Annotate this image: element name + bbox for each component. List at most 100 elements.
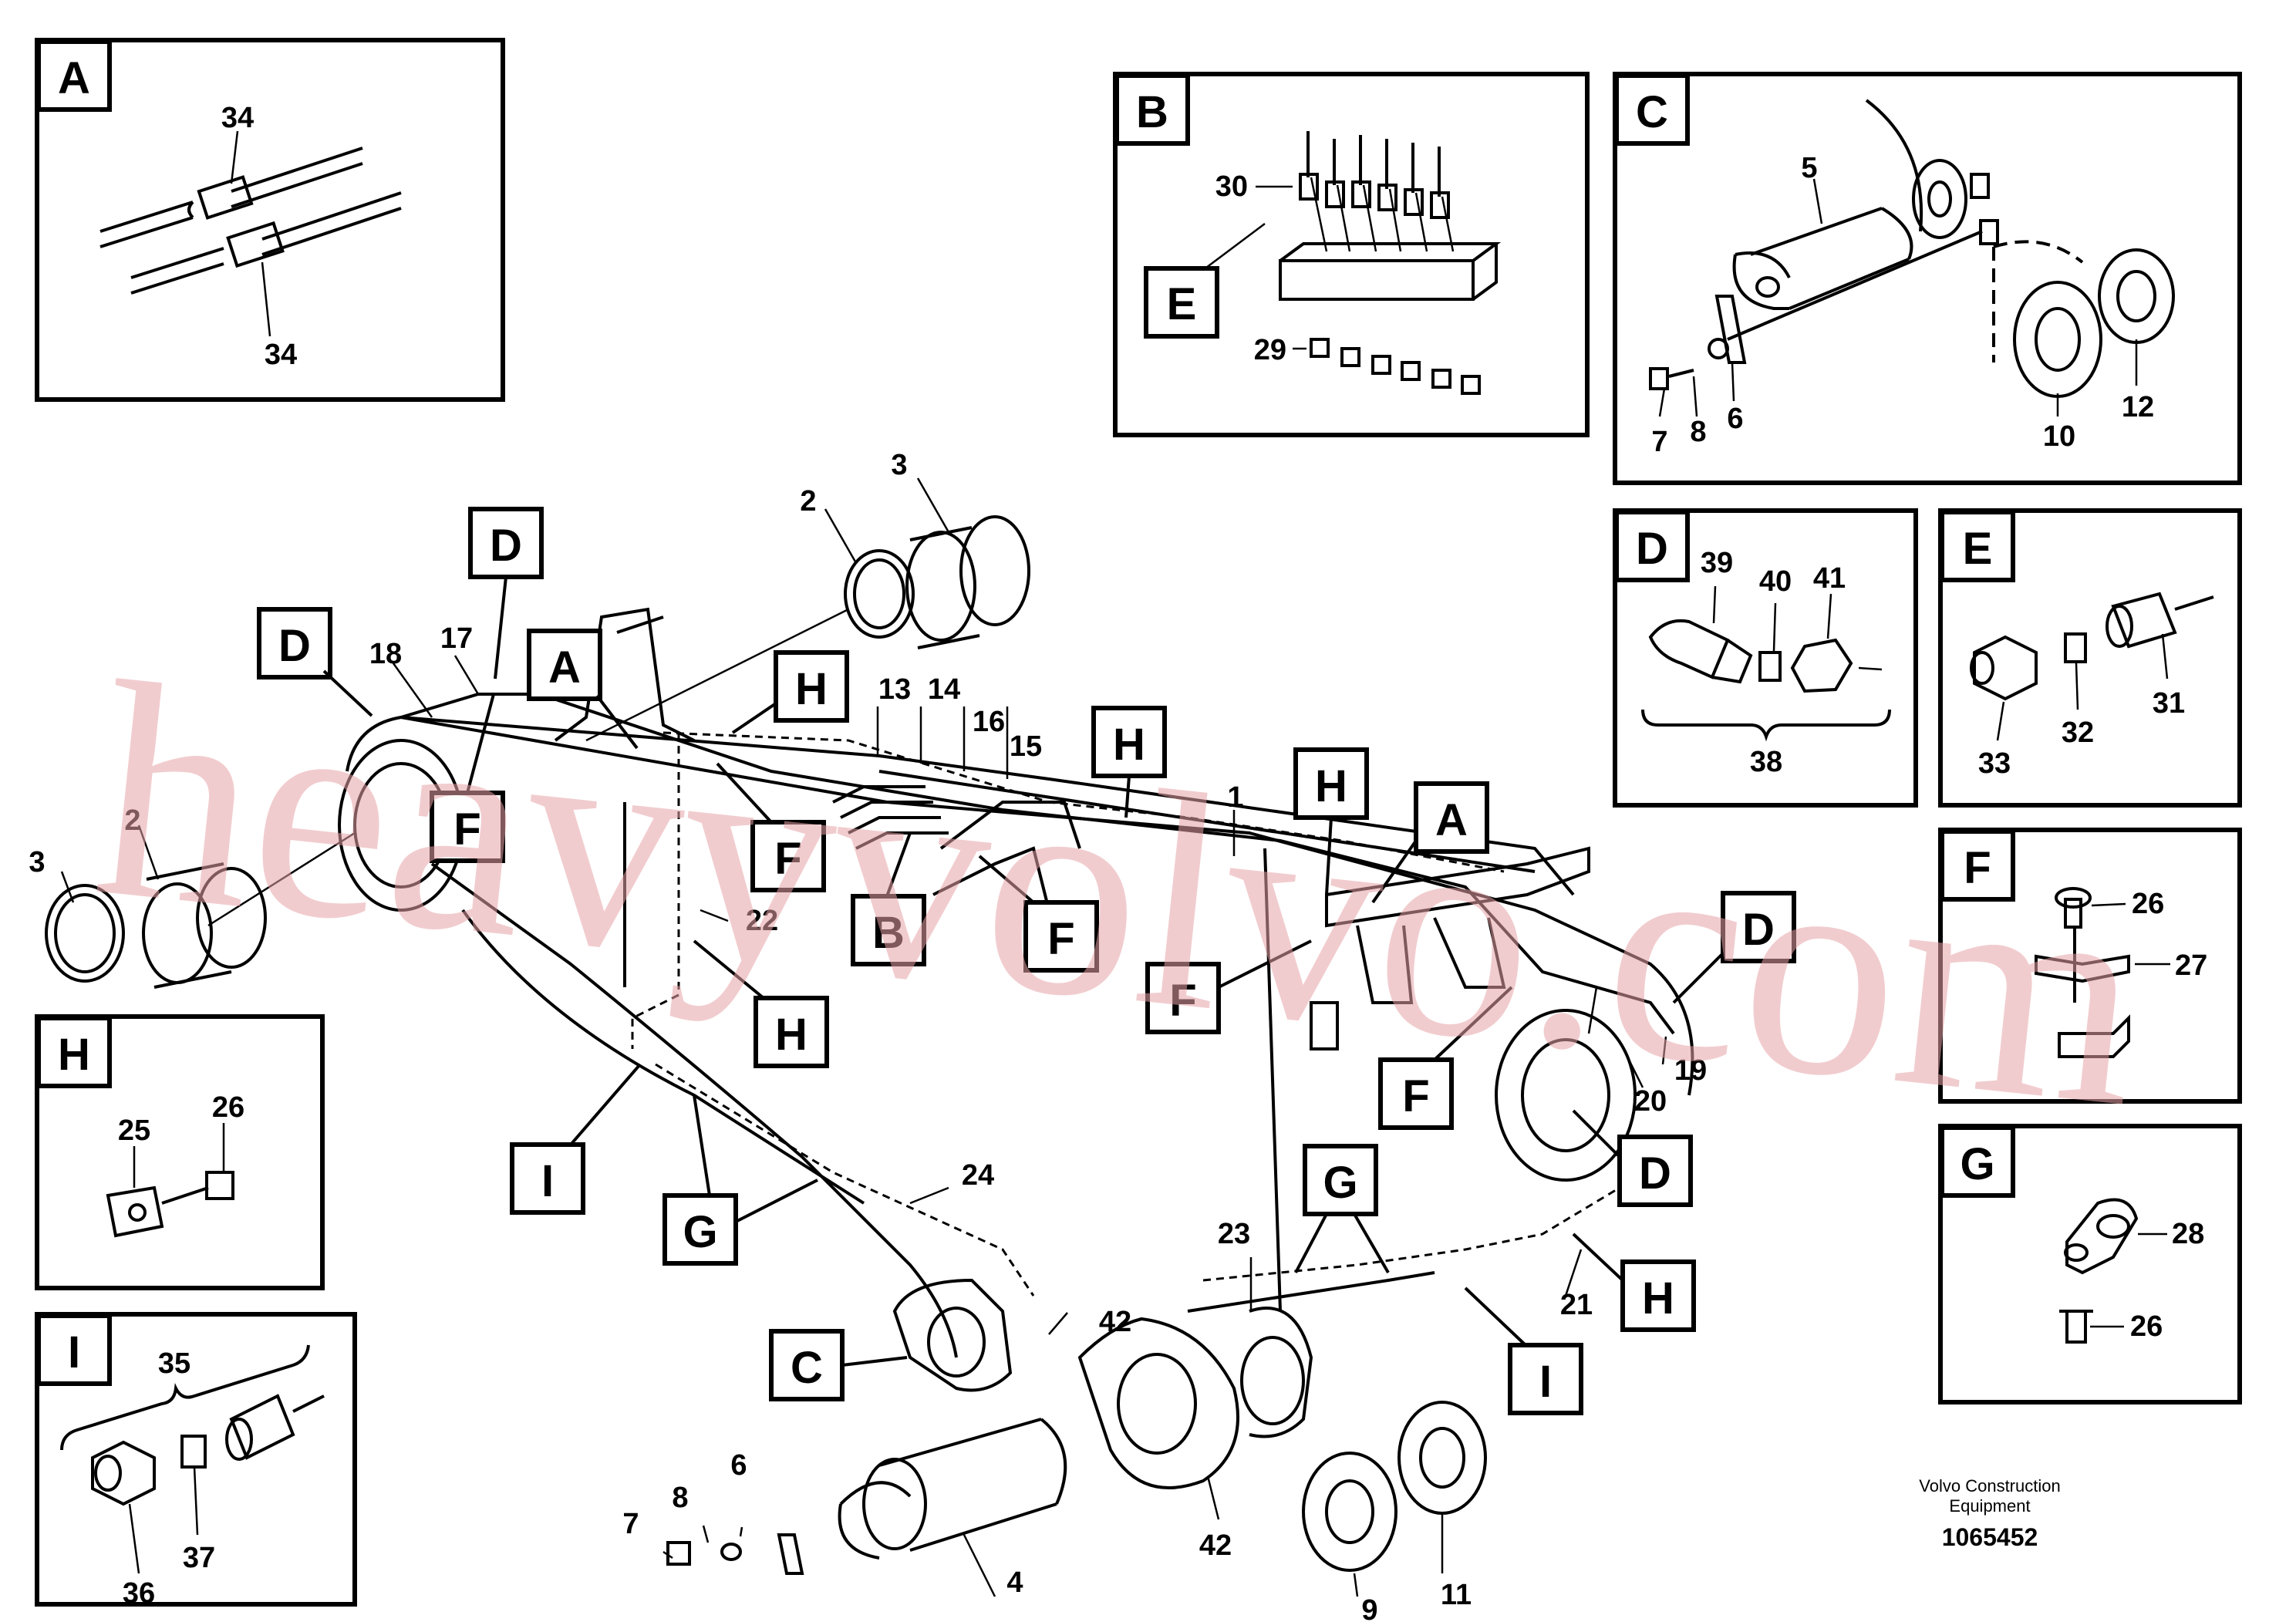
callout-i-37: 37 xyxy=(183,1542,215,1574)
callout-c-6: 6 xyxy=(1727,403,1743,435)
svg-text:I: I xyxy=(1539,1357,1552,1407)
callout-e-31: 31 xyxy=(2153,687,2185,720)
svg-text:H: H xyxy=(795,664,828,714)
tag-a-top: A xyxy=(527,629,639,750)
inset-h-label: H xyxy=(58,1030,90,1080)
callout-d-40: 40 xyxy=(1759,565,1792,598)
callout-i-36: 36 xyxy=(123,1577,155,1610)
inset-d-label: D xyxy=(1636,524,1668,574)
tag-h-lower-right: H xyxy=(1572,1233,1696,1332)
svg-text:D: D xyxy=(1639,1148,1671,1199)
tag-i-lower: I xyxy=(1464,1286,1583,1415)
callout-main-8: 8 xyxy=(672,1482,688,1514)
svg-text:A: A xyxy=(548,642,581,693)
svg-text:G: G xyxy=(1323,1158,1357,1208)
inset-b-tag-e: E xyxy=(1167,279,1197,329)
credit-line2: Equipment xyxy=(1949,1496,2030,1516)
tag-d-top: D xyxy=(468,507,544,679)
inset-i-label: I xyxy=(68,1327,80,1378)
callout-main-4: 4 xyxy=(1006,1566,1023,1599)
callout-e-32: 32 xyxy=(2062,717,2094,749)
tag-f-left: F xyxy=(430,693,505,863)
tag-h-right: H xyxy=(1293,747,1369,895)
svg-text:H: H xyxy=(1315,761,1347,811)
callout-a-34-top: 34 xyxy=(221,102,254,134)
tag-f-center: F xyxy=(978,855,1099,973)
callout-f-26: 26 xyxy=(2132,888,2164,920)
callout-main-14: 14 xyxy=(928,673,960,706)
callout-g-28: 28 xyxy=(2172,1218,2204,1250)
tag-h-lower-left: H xyxy=(693,939,829,1068)
inset-f: F 26 27 xyxy=(1938,828,2242,1104)
callout-main-6: 6 xyxy=(730,1449,747,1482)
main-boom-assembly: 3 2 2 3 18 17 13 14 16 15 1 22 24 23 21 … xyxy=(29,449,1707,1622)
callout-d-39: 39 xyxy=(1701,547,1733,579)
tag-h-top: H xyxy=(731,650,849,734)
callout-h-26: 26 xyxy=(212,1091,244,1124)
callout-main-42-lower: 42 xyxy=(1199,1529,1232,1562)
svg-text:H: H xyxy=(1642,1273,1674,1324)
tag-f-lower: F xyxy=(1378,986,1513,1130)
callout-e-33: 33 xyxy=(1978,747,2011,780)
inset-f-label: F xyxy=(1964,843,1991,893)
svg-text:G: G xyxy=(683,1207,717,1257)
callout-h-25: 25 xyxy=(118,1114,150,1147)
tag-a-right: A xyxy=(1371,781,1489,904)
document-number: 1065452 xyxy=(1942,1523,2038,1551)
tag-i-left: I xyxy=(510,1063,642,1215)
svg-text:F: F xyxy=(1402,1071,1429,1121)
callout-d-38: 38 xyxy=(1750,746,1782,778)
callout-main-18: 18 xyxy=(369,638,402,670)
svg-text:B: B xyxy=(872,908,905,958)
svg-text:I: I xyxy=(541,1156,554,1206)
callout-b-29: 29 xyxy=(1254,334,1286,366)
callout-main-11: 11 xyxy=(1441,1579,1472,1611)
callout-c-5: 5 xyxy=(1801,152,1817,184)
callout-i-35: 35 xyxy=(158,1347,190,1380)
callout-main-22: 22 xyxy=(746,905,778,937)
tag-d-right: D xyxy=(1672,891,1796,1004)
callout-main-1: 1 xyxy=(1227,781,1243,814)
callout-main-42-upper: 42 xyxy=(1099,1306,1131,1338)
callout-g-26: 26 xyxy=(2130,1310,2163,1343)
callout-f-27: 27 xyxy=(2175,949,2207,982)
tag-f-mid: F xyxy=(716,762,826,892)
tag-g-left: G xyxy=(663,1094,818,1266)
callout-main-19: 19 xyxy=(1674,1054,1707,1087)
inset-a-label: A xyxy=(58,53,90,103)
inset-e: E 33 32 31 xyxy=(1938,508,2242,808)
svg-text:C: C xyxy=(791,1343,823,1393)
tag-d-left: D xyxy=(257,607,373,717)
inset-g: G 28 26 xyxy=(1938,1124,2242,1404)
tag-f-right: F xyxy=(1145,939,1312,1034)
callout-main-7: 7 xyxy=(622,1508,639,1540)
callout-main-9: 9 xyxy=(1361,1594,1377,1622)
inset-b: B 30 29 E xyxy=(1113,72,1590,437)
svg-text:D: D xyxy=(1742,905,1775,955)
callout-b-30: 30 xyxy=(1215,170,1248,203)
callout-c-10: 10 xyxy=(2043,420,2075,453)
main-letter-tags: D D A H F F B H F H A F D H I G F D G H … xyxy=(257,507,1796,1415)
tag-c-main: C xyxy=(769,1329,908,1401)
callout-main-23: 23 xyxy=(1218,1218,1250,1250)
inset-c: C 5 7 8 6 10 12 xyxy=(1613,72,2242,485)
callout-main-21: 21 xyxy=(1560,1289,1593,1321)
callout-c-12: 12 xyxy=(2122,391,2154,423)
callout-main-16: 16 xyxy=(973,706,1005,738)
svg-text:H: H xyxy=(1113,720,1145,770)
svg-text:F: F xyxy=(1047,914,1074,964)
svg-text:H: H xyxy=(775,1010,807,1060)
tag-b-main: B xyxy=(851,832,926,966)
inset-i: I 35 36 37 xyxy=(35,1312,357,1610)
callout-main-17: 17 xyxy=(440,622,473,655)
tag-h-mid: H xyxy=(1091,706,1167,818)
svg-text:F: F xyxy=(774,834,801,884)
callout-main-2-top: 2 xyxy=(800,485,816,518)
callout-d-41: 41 xyxy=(1813,562,1846,595)
tag-d-lower: D xyxy=(1572,1109,1693,1207)
svg-text:D: D xyxy=(490,521,522,571)
callout-main-20: 20 xyxy=(1634,1085,1667,1118)
inset-a: A 34 34 xyxy=(35,38,505,402)
credit-line1: Volvo Construction xyxy=(1919,1476,2060,1496)
